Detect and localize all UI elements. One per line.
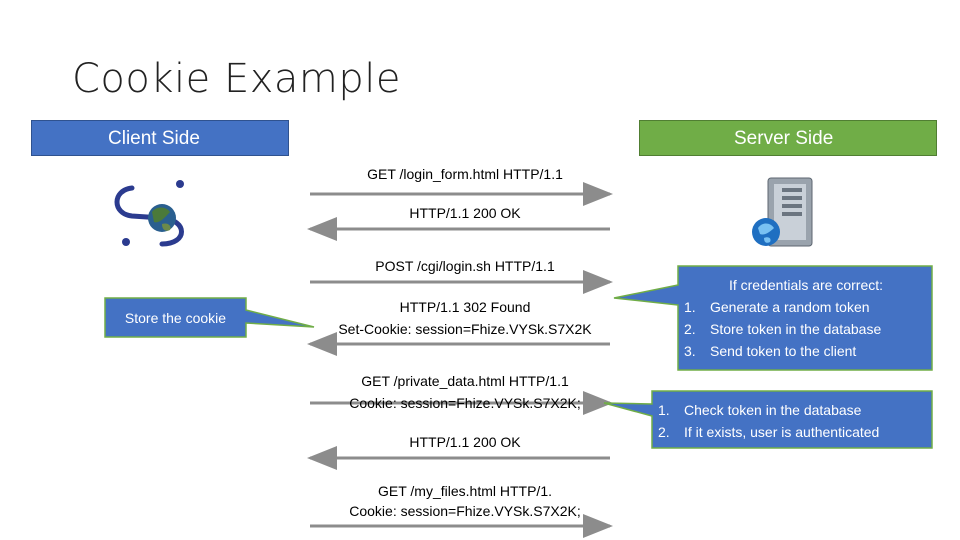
check-token-callout: 1. Check token in the database 2. If it ex… <box>658 399 932 443</box>
list-item: 1. Check token in the database <box>658 399 932 421</box>
store-cookie-callout-shape <box>104 297 315 338</box>
message-get-login-form: GET /login_form.html HTTP/1.1 <box>367 166 563 182</box>
step-text: Generate a random token <box>710 299 870 315</box>
credentials-steps: 1. Generate a random token 2. Store token … <box>684 296 928 362</box>
client-side-header: Client Side <box>31 120 289 156</box>
slide-title: Cookie Example <box>72 56 402 102</box>
server-side-header: Server Side <box>639 120 937 156</box>
list-item: 3. Send token to the client <box>684 340 928 362</box>
check-steps: 1. Check token in the database 2. If it ex… <box>658 399 932 443</box>
list-item: 1. Generate a random token <box>684 296 928 318</box>
credentials-heading: If credentials are correct: <box>728 277 884 293</box>
list-item: 2. If it exists, user is authenticated <box>658 421 932 443</box>
step-text: Store token in the database <box>710 321 882 337</box>
browser-logo-icon <box>114 180 184 247</box>
web-server-icon <box>752 177 813 247</box>
step-text: Check token in the database <box>684 402 862 418</box>
message-get-my-files: GET /my_files.html HTTP/1. <box>378 483 552 499</box>
message-response-200-2: HTTP/1.1 200 OK <box>409 434 521 450</box>
step-number: 2. <box>658 424 670 440</box>
store-cookie-callout: Store the cookie <box>124 310 227 326</box>
step-number: 1. <box>684 299 696 315</box>
message-cookie-header-2: Cookie: session=Fhize.VYSk.S7X2K; <box>349 503 581 519</box>
credentials-callout-shape <box>613 265 933 371</box>
step-number: 3. <box>684 343 696 359</box>
message-get-private-data: GET /private_data.html HTTP/1.1 <box>361 373 569 389</box>
message-set-cookie: Set-Cookie: session=Fhize.VYSk.S7X2K <box>338 321 592 337</box>
list-item: 2. Store token in the database <box>684 318 928 340</box>
message-response-200-1: HTTP/1.1 200 OK <box>409 205 521 221</box>
credentials-callout: If credentials are correct: 1. Generate a… <box>684 274 928 362</box>
step-text: Send token to the client <box>710 343 857 359</box>
step-number: 2. <box>684 321 696 337</box>
message-response-302: HTTP/1.1 302 Found <box>399 299 531 315</box>
step-text: If it exists, user is authenticated <box>684 424 880 440</box>
check-callout-shape <box>603 390 933 449</box>
message-cookie-header-1: Cookie: session=Fhize.VYSk.S7X2K; <box>349 395 581 411</box>
step-number: 1. <box>658 402 670 418</box>
message-post-login: POST /cgi/login.sh HTTP/1.1 <box>375 258 555 274</box>
